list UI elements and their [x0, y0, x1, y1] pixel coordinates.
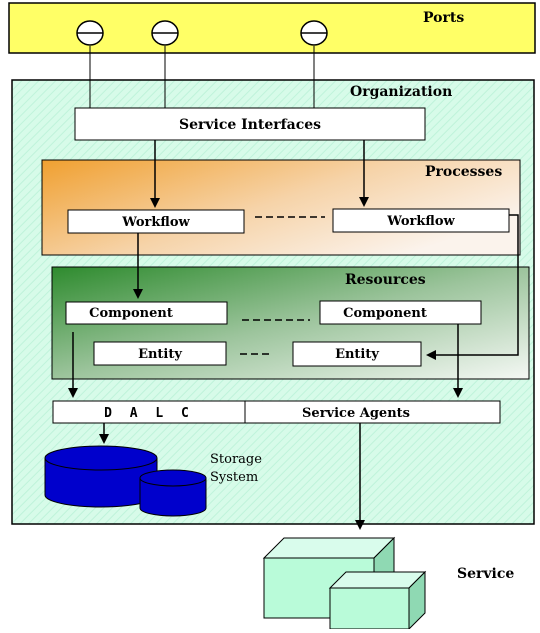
dalc-label: D A L C	[104, 406, 194, 421]
service-interfaces-box: Service Interfaces	[74, 107, 426, 141]
component-box-right: Component	[319, 300, 482, 325]
organization-label: Organization	[350, 84, 452, 100]
component-left-label: Component	[89, 306, 173, 321]
entity-left-label: Entity	[138, 347, 182, 362]
port-circle-icon	[151, 20, 179, 46]
entity-box-right: Entity	[292, 341, 422, 367]
workflow-box-left: Workflow	[67, 209, 245, 234]
port-circle-icon	[76, 20, 104, 46]
workflow-right-label: Workflow	[386, 214, 455, 229]
component-right-label: Component	[343, 306, 427, 321]
processes-label: Processes	[425, 164, 502, 180]
storage-label-line2: System	[210, 470, 258, 485]
resources-label: Resources	[345, 272, 426, 288]
workflow-left-label: Workflow	[121, 215, 190, 230]
storage-label-line1: Storage	[210, 452, 262, 467]
entity-right-label: Entity	[335, 347, 379, 362]
interface-to-workflow-arrows	[150, 140, 369, 208]
port-circle-icon	[300, 20, 328, 46]
ports-label: Ports	[423, 10, 464, 26]
workflow-to-entity-arrow	[426, 214, 519, 360]
dalc-box: D A L C	[52, 400, 246, 424]
service-agents-label: Service Agents	[302, 406, 410, 421]
workflow-box-right: Workflow	[332, 208, 510, 233]
processes-region: Processes	[41, 159, 521, 256]
service-interfaces-label: Service Interfaces	[179, 117, 321, 133]
service-label: Service	[457, 566, 514, 582]
port-connectors	[89, 46, 315, 108]
database-cylinder-icon	[44, 445, 207, 517]
server-cube-icon	[328, 570, 427, 631]
service-agents-box: Service Agents	[244, 400, 501, 424]
component-box-left: Component	[65, 301, 228, 325]
entity-box-left: Entity	[93, 341, 227, 366]
